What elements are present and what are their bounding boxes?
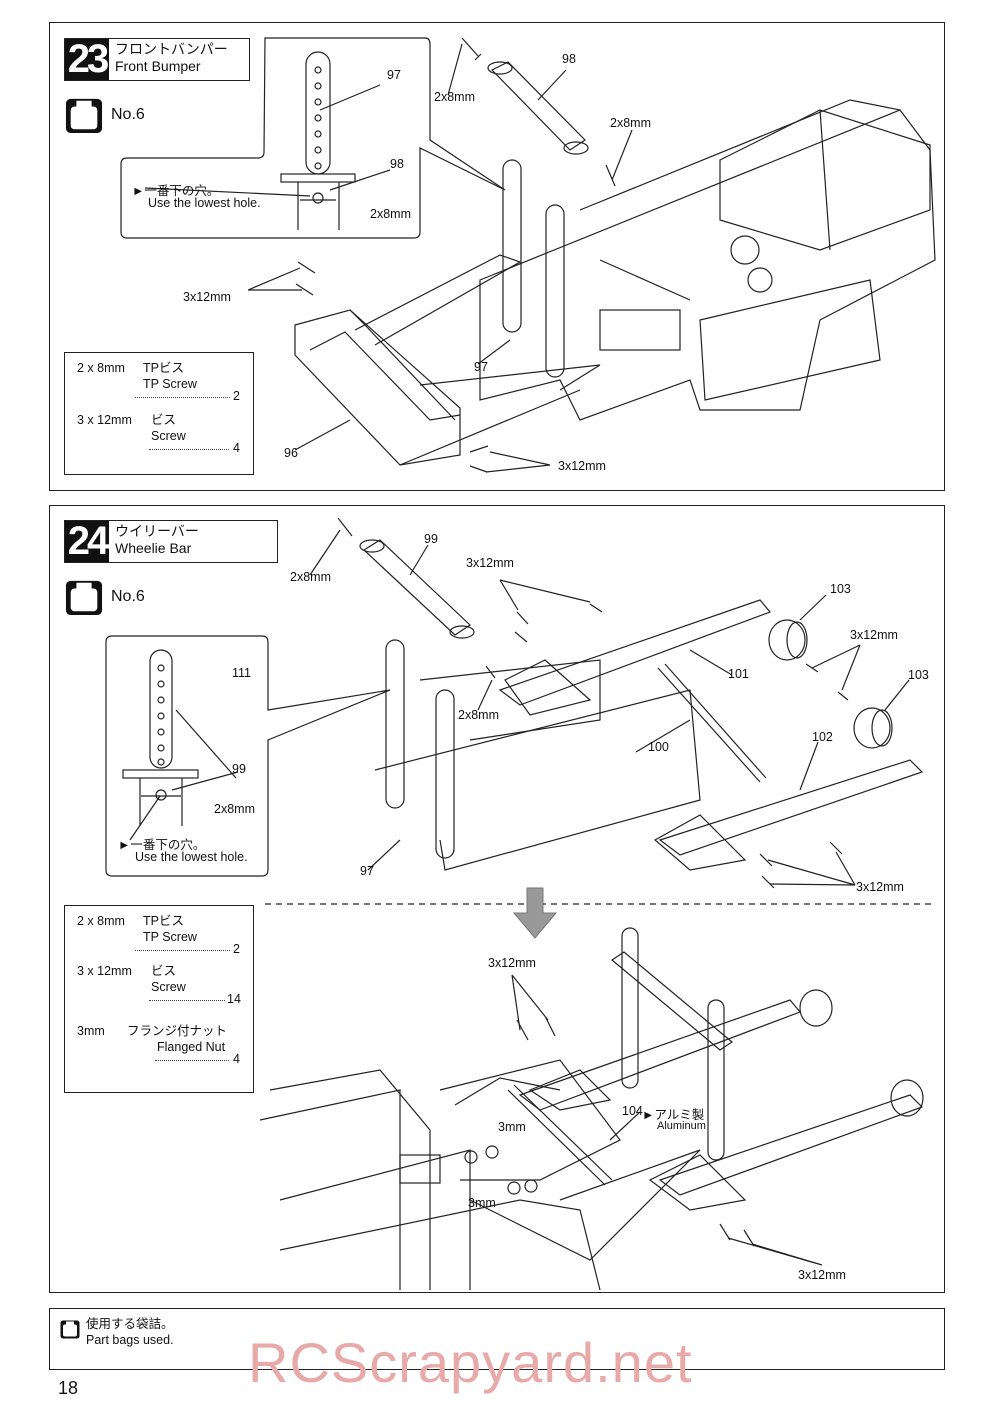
bag-icon <box>65 98 103 134</box>
step-23-header: 23 フロントバンパー Front Bumper <box>64 37 250 81</box>
screw-label: 2x8mm <box>214 802 255 816</box>
screw-label: 3x12mm <box>183 290 231 304</box>
screw-label: 3x12mm <box>488 956 536 970</box>
part-name-jp: ビス <box>151 413 177 427</box>
aluminum-jp: ►アルミ製 <box>642 1108 705 1122</box>
aluminum-en: Aluminum <box>657 1120 706 1132</box>
screw-label: 2x8mm <box>458 708 499 722</box>
part-qty: 14 <box>227 992 241 1006</box>
part-label-98: 98 <box>562 52 576 66</box>
screw-label: 2x8mm <box>610 116 651 130</box>
part-name-en: TP Screw <box>143 377 197 391</box>
part-name-en: Screw <box>151 429 186 443</box>
part-size: 2 x 8mm <box>77 914 125 928</box>
parts-list-23: 2 x 8mm TPビス TP Screw 2 3 x 12mm ビス Scre… <box>64 352 254 475</box>
part-qty: 2 <box>233 942 240 956</box>
bag-icon <box>65 580 103 616</box>
step-title-en: Wheelie Bar <box>115 540 192 556</box>
part-name-jp: TPビス <box>143 914 184 928</box>
bag-label: No.6 <box>111 106 145 123</box>
page-number: 18 <box>58 1378 79 1398</box>
note-jp: ►一番下の穴。 <box>118 838 206 852</box>
screw-label: 3x12mm <box>856 880 904 894</box>
screw-label: 3x12mm <box>850 628 898 642</box>
part-label-103: 103 <box>830 582 851 596</box>
footer-en: Part bags used. <box>86 1333 174 1347</box>
part-name-en: TP Screw <box>143 930 197 944</box>
footer-box: 使用する袋詰。 Part bags used. <box>49 1308 945 1370</box>
part-size: 3 x 12mm <box>77 964 132 978</box>
bag-label: No.6 <box>111 588 145 605</box>
note-en: Use the lowest hole. <box>135 850 248 864</box>
screw-label: 3x12mm <box>466 556 514 570</box>
part-label-99: 99 <box>232 762 246 776</box>
note-en: Use the lowest hole. <box>148 196 261 210</box>
arrow-down-icon <box>512 887 558 939</box>
part-label-98: 98 <box>390 157 404 171</box>
part-label-102: 102 <box>812 730 833 744</box>
bag-indicator: No.6 <box>65 578 145 616</box>
part-size: 2 x 8mm <box>77 361 125 375</box>
step-23-panel <box>49 22 945 491</box>
part-name-jp: ビス <box>151 964 177 978</box>
step-number: 23 <box>65 37 109 81</box>
screw-label: 3x12mm <box>558 459 606 473</box>
step-title-jp: フロントバンパー <box>115 41 228 57</box>
part-label-97: 97 <box>387 68 401 82</box>
step-title-en: Front Bumper <box>115 58 201 74</box>
part-size: 3 x 12mm <box>77 413 132 427</box>
part-size: 3mm <box>77 1024 105 1038</box>
part-label-111: 111 <box>232 666 252 680</box>
footer-jp: 使用する袋詰。 <box>86 1317 174 1331</box>
part-qty: 4 <box>233 441 240 455</box>
part-label-97: 97 <box>360 864 374 878</box>
step-24-illustration <box>73 517 935 1291</box>
step-24-panel <box>49 505 945 1293</box>
part-label-100: 100 <box>648 740 669 754</box>
step-number: 24 <box>65 519 109 563</box>
screw-label: 3x12mm <box>798 1268 846 1282</box>
parts-list-24: 2 x 8mm TPビス TP Screw 2 3 x 12mm ビス Scre… <box>64 905 254 1093</box>
part-label-104: 104 <box>622 1104 643 1118</box>
part-label-103: 103 <box>908 668 929 682</box>
note-jp: ►一番下の穴。 <box>132 184 220 198</box>
nut-label: 3mm <box>468 1196 496 1210</box>
bag-icon <box>60 1320 80 1339</box>
watermark: RCScrapyard.net <box>248 1331 693 1394</box>
step-title-jp: ウイリーバー <box>115 523 199 539</box>
part-name-en: Flanged Nut <box>157 1040 226 1054</box>
part-name-jp: フランジ付ナット <box>127 1024 228 1038</box>
part-name-jp: TPビス <box>143 361 184 375</box>
step-24-header: 24 ウイリーバー Wheelie Bar <box>64 519 278 563</box>
part-qty: 4 <box>233 1052 240 1066</box>
screw-label: 2x8mm <box>434 90 475 104</box>
part-label-101: 101 <box>728 667 749 681</box>
nut-label: 3mm <box>498 1120 526 1134</box>
bag-indicator: No.6 <box>65 96 145 134</box>
part-label-99: 99 <box>424 532 438 546</box>
part-label-97: 97 <box>474 360 488 374</box>
screw-label: 2x8mm <box>370 207 411 221</box>
part-label-96: 96 <box>284 446 298 460</box>
part-name-en: Screw <box>151 980 186 994</box>
part-qty: 2 <box>233 389 240 403</box>
screw-label: 2x8mm <box>290 570 331 584</box>
